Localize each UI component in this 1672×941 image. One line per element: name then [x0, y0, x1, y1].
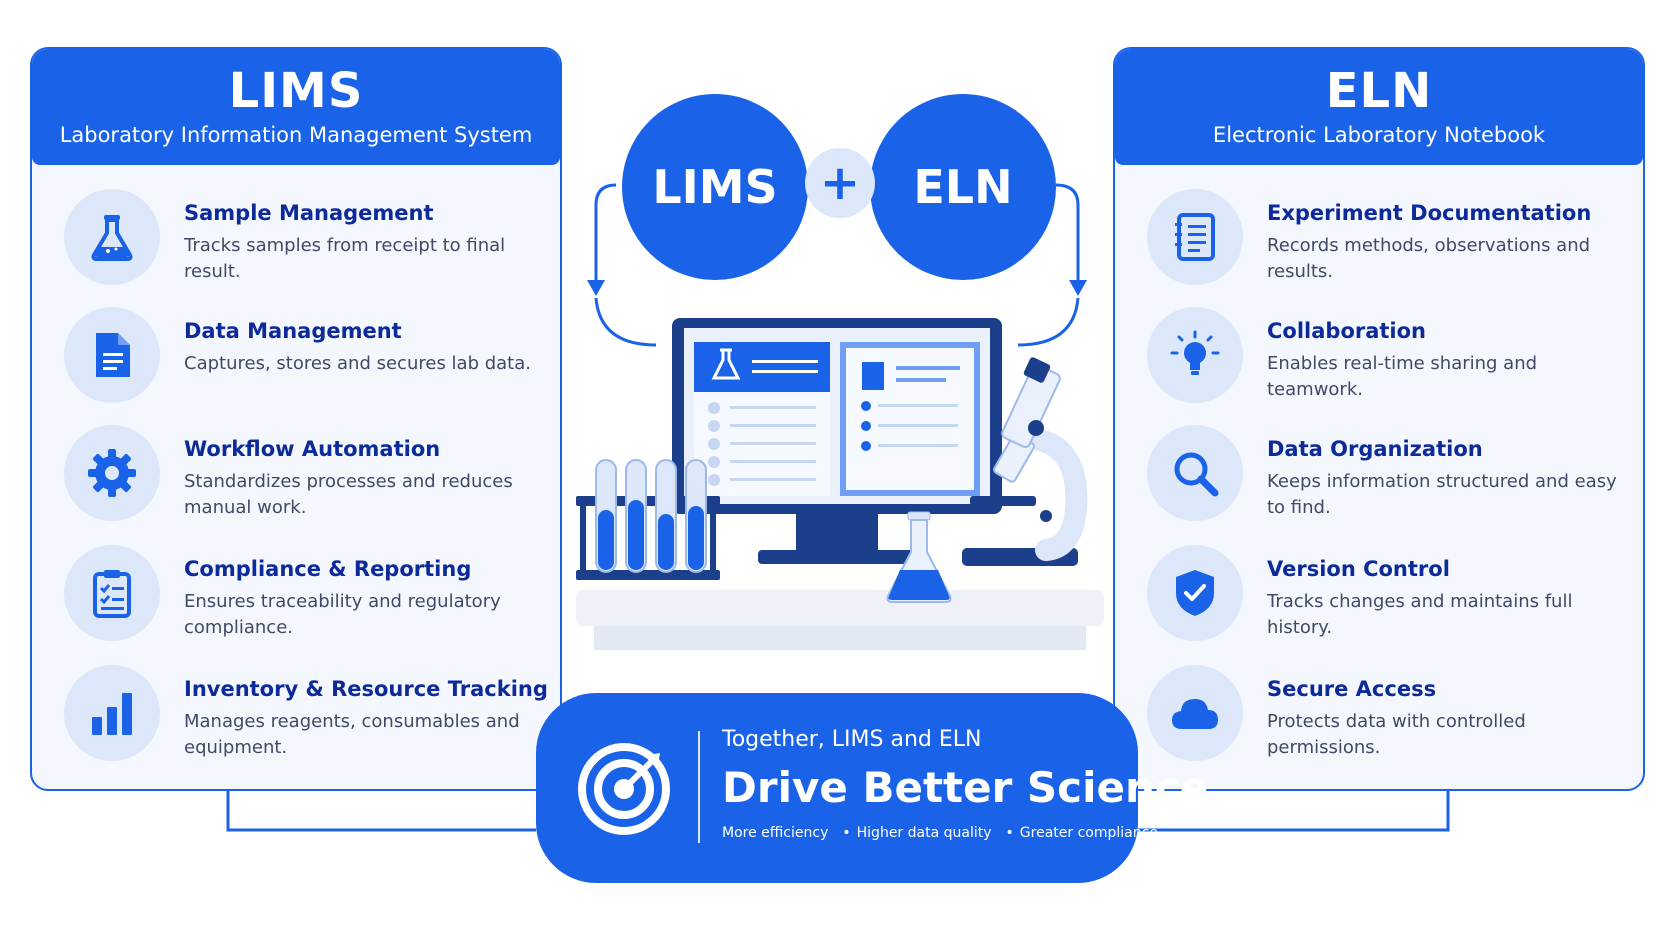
- lightbulb-icon: [1147, 307, 1243, 403]
- feature-title: Data Organization: [1267, 437, 1483, 461]
- eln-circle: ELN: [870, 94, 1056, 280]
- plus-badge: +: [805, 148, 875, 218]
- feature-data-management: Data Management Captures, stores and sec…: [64, 307, 544, 407]
- feature-desc: Captures, stores and secures lab data.: [184, 353, 531, 374]
- bar-chart-icon: [64, 665, 160, 761]
- eln-panel: ELN Electronic Laboratory Notebook Exper…: [1113, 47, 1645, 791]
- feature-title: Compliance & Reporting: [184, 557, 472, 581]
- feature-desc: Tracks samples from receipt to final res…: [184, 235, 506, 282]
- lims-panel: LIMS Laboratory Information Management S…: [30, 47, 562, 791]
- feature-desc: Records methods, observations and result…: [1267, 235, 1591, 282]
- cloud-icon: [1147, 665, 1243, 761]
- bullet-separator: •: [842, 825, 851, 841]
- bullet-data-quality: Higher data quality: [856, 825, 992, 841]
- feature-desc: Tracks changes and maintains full histor…: [1267, 591, 1573, 638]
- feature-desc: Standardizes processes and reduces manua…: [184, 471, 513, 518]
- feature-data-organization: Data Organization Keeps information stru…: [1147, 425, 1627, 525]
- feature-desc: Enables real-time sharing and teamwork.: [1267, 353, 1538, 400]
- bullet-separator: •: [1005, 825, 1014, 841]
- feature-desc: Keeps information structured and easy to…: [1267, 471, 1617, 518]
- feature-title: Inventory & Resource Tracking: [184, 677, 548, 701]
- lims-subtitle: Laboratory Information Management System: [59, 123, 533, 147]
- document-icon: [64, 307, 160, 403]
- clipboard-checklist-icon: [64, 545, 160, 641]
- gear-icon: [64, 425, 160, 521]
- feature-collaboration: Collaboration Enables real-time sharing …: [1147, 307, 1627, 407]
- bullet-efficiency: More efficiency: [722, 825, 829, 841]
- summary-banner: Together, LIMS and ELN Drive Better Scie…: [536, 693, 1208, 883]
- feature-desc: Manages reagents, consumables and equipm…: [184, 711, 520, 758]
- feature-title: Data Management: [184, 319, 402, 343]
- lims-title: LIMS: [228, 63, 364, 119]
- feature-title: Version Control: [1267, 557, 1450, 581]
- feature-inventory-tracking: Inventory & Resource Tracking Manages re…: [64, 665, 548, 765]
- banner-divider: [698, 731, 700, 843]
- lims-circle: LIMS: [622, 94, 808, 280]
- banner-subtitle: Together, LIMS and ELN: [722, 727, 982, 752]
- feature-desc: Ensures traceability and regulatory comp…: [184, 591, 501, 638]
- feature-workflow-automation: Workflow Automation Standardizes process…: [64, 425, 544, 525]
- feature-sample-management: Sample Management Tracks samples from re…: [64, 189, 544, 289]
- eln-title: ELN: [1325, 63, 1433, 119]
- feature-version-control: Version Control Tracks changes and maint…: [1147, 545, 1627, 645]
- feature-secure-access: Secure Access Protects data with control…: [1147, 665, 1627, 765]
- feature-title: Secure Access: [1267, 677, 1437, 701]
- flask-icon: [64, 189, 160, 285]
- feature-title: Collaboration: [1267, 319, 1427, 343]
- search-icon: [1147, 425, 1243, 521]
- notebook-icon: [1147, 189, 1243, 285]
- feature-desc: Protects data with controlled permission…: [1267, 711, 1526, 758]
- banner-bullets: More efficiency • Higher data quality • Grea…: [722, 825, 1164, 841]
- feature-compliance-reporting: Compliance & Reporting Ensures traceabil…: [64, 545, 544, 645]
- target-icon: [578, 743, 670, 835]
- plus-label: +: [819, 155, 861, 211]
- feature-title: Workflow Automation: [184, 437, 441, 461]
- feature-experiment-documentation: Experiment Documentation Records methods…: [1147, 189, 1627, 289]
- bullet-compliance: Greater compliance: [1019, 825, 1158, 841]
- feature-title: Sample Management: [184, 201, 434, 225]
- lab-illustration: [576, 318, 1104, 650]
- eln-subtitle: Electronic Laboratory Notebook: [1212, 123, 1546, 147]
- feature-title: Experiment Documentation: [1267, 201, 1592, 225]
- banner-headline: Drive Better Science: [722, 763, 1209, 812]
- eln-header: ELN Electronic Laboratory Notebook: [1115, 49, 1643, 165]
- shield-check-icon: [1147, 545, 1243, 641]
- lims-header: LIMS Laboratory Information Management S…: [32, 49, 560, 165]
